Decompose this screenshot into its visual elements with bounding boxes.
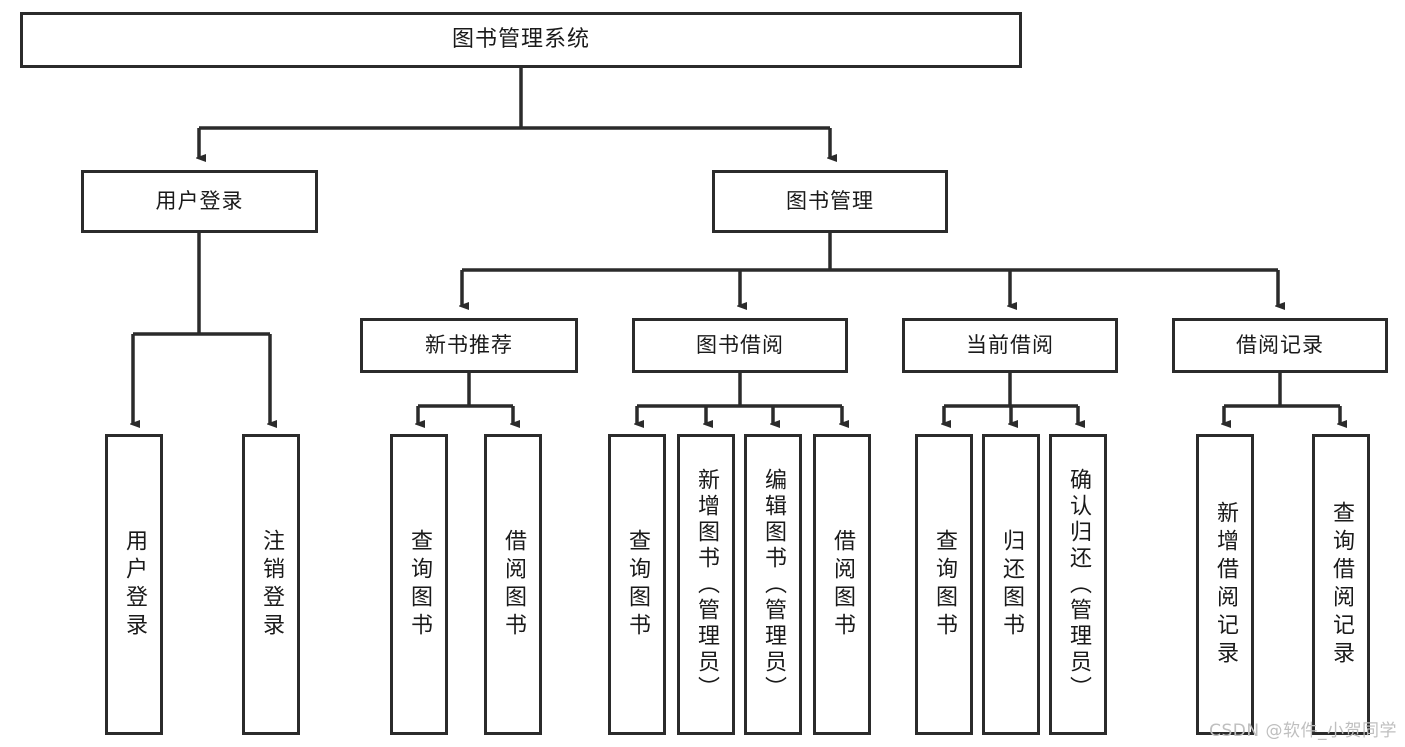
leaf-recommend-borrow-book[interactable]: 借阅图书 xyxy=(484,434,542,735)
node-label: 查询图书 xyxy=(932,528,957,641)
leaf-borrow-query-book[interactable]: 查询图书 xyxy=(608,434,666,735)
node-label: 当前借阅 xyxy=(966,333,1054,358)
node-label: 查询图书 xyxy=(625,528,650,641)
leaf-borrow-borrow-book[interactable]: 借阅图书 xyxy=(813,434,871,735)
node-label: 借阅记录 xyxy=(1236,333,1324,358)
node-label: 用户登录 xyxy=(155,189,244,214)
node-label: 用户登录 xyxy=(122,528,147,641)
node-label: 借阅图书 xyxy=(501,528,526,641)
node-label: 编辑图书（管理员） xyxy=(761,467,786,702)
leaf-recommend-query-book[interactable]: 查询图书 xyxy=(390,434,448,735)
node-label: 查询图书 xyxy=(407,528,432,641)
leaf-borrow-add-book-admin[interactable]: 新增图书（管理员） xyxy=(677,434,735,735)
node-label: 新书推荐 xyxy=(425,333,513,358)
node-label: 注销登录 xyxy=(259,528,284,641)
node-root-system[interactable]: 图书管理系统 xyxy=(20,12,1022,68)
leaf-current-query-book[interactable]: 查询图书 xyxy=(915,434,973,735)
leaf-record-add-record[interactable]: 新增借阅记录 xyxy=(1196,434,1254,735)
leaf-current-confirm-return-admin[interactable]: 确认归还（管理员） xyxy=(1049,434,1107,735)
node-label: 图书借阅 xyxy=(696,333,784,358)
node-label: 图书管理 xyxy=(786,189,874,214)
node-label: 确认归还（管理员） xyxy=(1066,467,1091,702)
node-label: 查询借阅记录 xyxy=(1329,500,1354,669)
node-label: 归还图书 xyxy=(999,528,1024,641)
node-book-management[interactable]: 图书管理 xyxy=(712,170,948,233)
node-book-borrow[interactable]: 图书借阅 xyxy=(632,318,848,373)
node-user-login[interactable]: 用户登录 xyxy=(81,170,318,233)
leaf-user-login[interactable]: 用户登录 xyxy=(105,434,163,735)
node-label: 新增借阅记录 xyxy=(1213,500,1238,669)
node-label: 图书管理系统 xyxy=(451,27,590,53)
watermark: CSDN @软件_小贺同学 xyxy=(1209,721,1397,741)
node-label: 借阅图书 xyxy=(830,528,855,641)
node-current-borrow[interactable]: 当前借阅 xyxy=(902,318,1118,373)
leaf-user-logout[interactable]: 注销登录 xyxy=(242,434,300,735)
leaf-borrow-edit-book-admin[interactable]: 编辑图书（管理员） xyxy=(744,434,802,735)
node-new-book-recommend[interactable]: 新书推荐 xyxy=(360,318,578,373)
node-borrow-record[interactable]: 借阅记录 xyxy=(1172,318,1388,373)
leaf-record-query-record[interactable]: 查询借阅记录 xyxy=(1312,434,1370,735)
leaf-current-return-book[interactable]: 归还图书 xyxy=(982,434,1040,735)
node-label: 新增图书（管理员） xyxy=(694,467,719,702)
